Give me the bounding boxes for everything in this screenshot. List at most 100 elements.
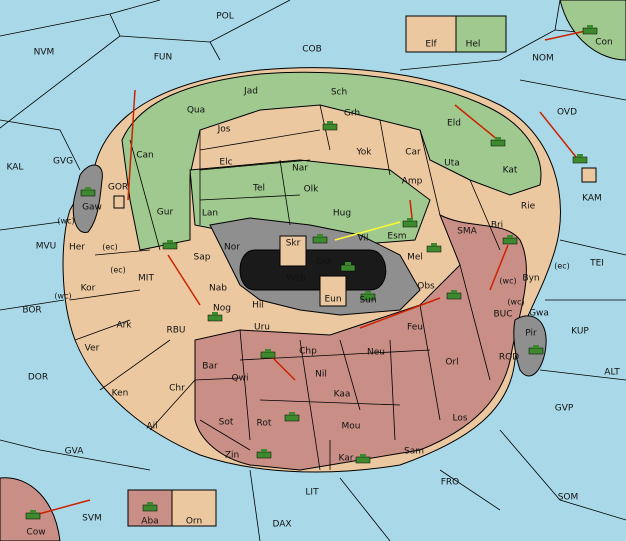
province-label-gwa: Gwa (529, 309, 549, 319)
province-label-aba: Aba (141, 517, 158, 527)
coast-tag-6: (wc) (507, 298, 524, 307)
province-label-svm: SVM (82, 514, 102, 524)
move-arrow (544, 29, 591, 41)
unit-tank-12[interactable] (502, 235, 518, 245)
units (25, 25, 598, 520)
unit-tank-14[interactable] (256, 449, 272, 459)
move-arrow (34, 499, 91, 516)
province-label-mel: Mel (407, 253, 423, 263)
province-label-uta: Uta (444, 159, 460, 169)
move-arrow (454, 104, 499, 141)
coast-tag-5: (wc) (499, 277, 516, 286)
unit-tank-18[interactable] (25, 510, 41, 520)
province-label-qua: Qua (187, 106, 205, 116)
province-label-her: Her (69, 243, 85, 253)
province-label-bri: Bri (491, 221, 503, 231)
province-label-cob: COB (302, 45, 322, 55)
move-arrow (489, 244, 509, 291)
province-label-elf: Elf (425, 40, 437, 50)
province-label-nom: NOM (532, 54, 554, 64)
unit-tank-19[interactable] (142, 502, 158, 512)
province-label-nog: Nog (213, 304, 231, 314)
unit-tank-13[interactable] (528, 345, 544, 355)
province-label-ail: Ail (146, 422, 157, 432)
province-label-ovd: OVD (557, 108, 577, 118)
unit-tank-20[interactable] (572, 154, 588, 164)
province-label-gor: GOR (108, 183, 128, 193)
unit-tank-2[interactable] (207, 312, 223, 322)
province-label-sun: Sun (359, 296, 376, 306)
kam-box (581, 167, 597, 183)
province-label-car: Car (405, 148, 421, 158)
unit-tank-17[interactable] (582, 25, 598, 35)
province-label-orn: Orn (186, 517, 202, 527)
province-label-qwi: Qwi (232, 374, 249, 384)
unit-tank-5[interactable] (312, 234, 328, 244)
province-label-rie: Rie (521, 202, 536, 212)
hel-box (455, 15, 507, 53)
province-label-gvg: GVG (53, 157, 73, 167)
province-label-olk: Olk (304, 185, 320, 195)
province-label-nab: Nab (209, 284, 227, 294)
province-label-uru: Uru (254, 323, 270, 333)
province-label-ost: Ost (316, 258, 332, 268)
province-label-gaw: Gaw (82, 203, 102, 213)
province-label-kat: Kat (503, 166, 518, 176)
gor-box (113, 195, 125, 209)
province-label-hil: Hil (252, 301, 264, 311)
province-label-con: Con (595, 38, 613, 48)
coast-tag-3: (wc) (54, 292, 71, 301)
province-label-gvp: GVP (555, 404, 574, 414)
unit-tank-11[interactable] (490, 137, 506, 147)
province-label-can: Can (136, 151, 154, 161)
province-label-byn: Byn (522, 274, 539, 284)
province-label-kam: KAM (582, 194, 602, 204)
move-arrow (127, 89, 136, 201)
province-label-kaa: Kaa (334, 390, 351, 400)
unit-tank-6[interactable] (340, 262, 356, 272)
orn-box (171, 489, 217, 527)
province-label-sot: Sot (219, 418, 234, 428)
unit-tank-15[interactable] (355, 454, 371, 464)
unit-tank-4[interactable] (322, 121, 338, 131)
unit-tank-0[interactable] (80, 187, 96, 197)
region-gaw-gray (72, 164, 103, 233)
unit-tank-8[interactable] (402, 218, 418, 228)
coast-tag-2: (ec) (110, 266, 126, 275)
unit-tank-1[interactable] (162, 240, 178, 250)
inner-black-lake (239, 249, 387, 291)
province-label-orl: Orl (445, 358, 458, 368)
province-label-bar: Bar (202, 362, 218, 372)
province-label-jad: Jad (243, 87, 258, 97)
province-label-dax: DAX (272, 520, 291, 530)
province-label-kar: Kar (339, 454, 354, 464)
province-label-nar: Nar (292, 164, 308, 174)
province-label-pol: POL (216, 12, 234, 22)
province-label-sma: SMA (457, 227, 477, 237)
move-arrow (359, 297, 441, 329)
unit-tank-16[interactable] (284, 412, 300, 422)
province-label-feu: Feu (407, 323, 423, 333)
coast-tag-4: (ec) (554, 262, 570, 271)
province-label-nor: Nor (224, 243, 240, 253)
province-label-pir: Pir (525, 329, 537, 339)
move-arrow (269, 354, 296, 381)
province-label-nvm: NVM (34, 48, 55, 58)
move-arrow (409, 199, 413, 219)
province-label-alt: ALT (604, 368, 620, 378)
unit-tank-3[interactable] (260, 349, 276, 359)
unit-tank-9[interactable] (426, 243, 442, 253)
province-label-chp: Chp (299, 347, 317, 357)
province-label-eun: Eun (324, 295, 341, 305)
elf-box (405, 15, 457, 53)
province-label-sap: Sap (194, 253, 211, 263)
province-label-fun: FUN (154, 53, 173, 63)
province-label-grh: Grh (344, 109, 360, 119)
province-label-amp: Amp (402, 177, 423, 187)
unit-tank-10[interactable] (446, 290, 462, 300)
province-label-lan: Lan (202, 209, 218, 219)
province-label-gva: GVA (65, 447, 85, 457)
province-label-elc: Elc (219, 158, 232, 168)
unit-tank-7[interactable] (360, 291, 376, 301)
